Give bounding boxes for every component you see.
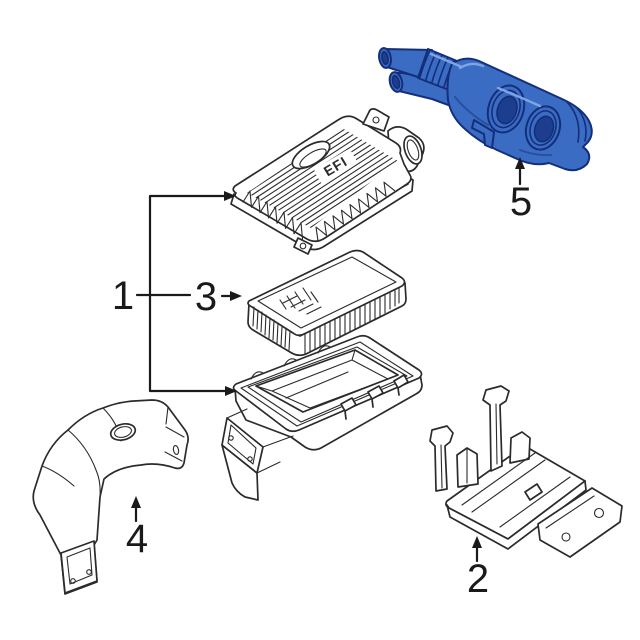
bracket-strap-line [545,495,595,529]
filter-mesh [279,287,322,315]
callout-4-arrowhead [131,496,141,508]
callout-5-arrowhead [515,157,525,169]
housing-duct-joins [226,408,294,474]
cover-tab-bottom-hole [299,242,307,250]
duct-outlet-hole-1 [70,578,76,584]
housing-clip-1 [340,397,357,420]
cover-tab-bottom [293,237,313,255]
filter-skirt [247,282,407,357]
callout-2-arrowhead [472,536,482,548]
callout-2-label: 2 [467,557,489,601]
bracket-arm-3-line [495,403,498,465]
housing-rim-mid [240,341,414,427]
callout-3-arrowhead [230,291,242,301]
hose-stub-a-opening [381,50,389,66]
callout-1-label: 1 [112,274,134,318]
hose-shading [454,96,552,157]
housing-duct-hole-1 [228,435,234,441]
part-air-cleaner-cover: EFI [230,108,425,255]
housing-clip-3 [393,374,409,396]
bracket-plate-ribs [461,452,571,528]
duct-body [32,399,189,595]
hose-highlights [429,52,542,108]
callout-5-label: 5 [510,180,532,224]
duct-creases [41,406,169,498]
cover-tab-top [362,108,390,132]
housing-rim-inner [247,346,408,423]
callout-3-label: 3 [195,275,217,319]
filter-inner-rim [257,256,397,329]
duct-outlet-hole-2 [86,569,92,575]
hose-ring-1 [486,84,526,134]
cover-tab-top-hole [372,116,380,124]
cover-outlet-opening [403,135,423,165]
duct-outlet-inner [66,547,93,585]
cover-teeth-left [242,190,304,240]
callout-1-arrowhead-bottom [225,386,237,396]
bracket-strap-hole-1 [593,507,605,519]
filter-top-face [247,249,406,337]
cover-emboss-plate [314,149,358,184]
callouts: 1 3 5 4 2 [112,157,532,601]
filter-pleats [252,287,400,355]
bracket-strap-hole-2 [561,532,571,542]
part-air-filter-element [247,249,407,357]
bracket-plate-lip [446,480,587,550]
duct-top-hole-inner [114,426,132,438]
cover-teeth-right [315,181,396,242]
hose-bottom-tab [471,119,495,149]
housing-rim-tabs [250,345,331,380]
housing-clip-2 [367,385,384,408]
bracket-center-tab [524,483,543,501]
callout-1-bracket [135,194,232,393]
part-mounting-bracket [429,385,623,558]
cover-outlet-opening-inner [406,139,420,161]
hose-stub-b-opening [391,74,401,90]
housing-inlet-duct-side [221,444,259,501]
part-air-cleaner-housing [221,334,423,501]
part-air-intake-duct [32,399,189,595]
bracket-strap [537,487,623,558]
hose-ring-2 [524,105,562,151]
bracket-arm-1-line [440,444,443,489]
callout-4-label: 4 [126,517,148,561]
housing-duct-hole-2 [247,456,253,462]
duct-tab [164,426,185,462]
part-air-intake-hose-highlighted [378,47,593,172]
hose-endcap-creases [565,100,587,143]
cover-oval-pad-inner [299,148,327,168]
housing-floor [255,349,399,409]
callout-1-arrowhead-top [224,191,236,201]
duct-tab-slot [172,445,180,455]
